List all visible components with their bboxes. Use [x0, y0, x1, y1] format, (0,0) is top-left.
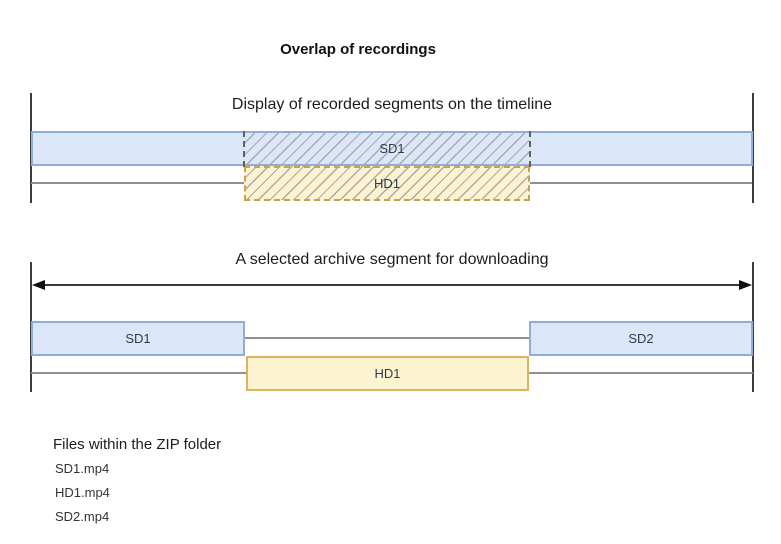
overlap-hatch-region — [245, 132, 529, 200]
overlap-dash-right — [529, 131, 531, 167]
archive-hd1-bar — [246, 356, 529, 391]
zip-file-item: HD1.mp4 — [55, 485, 110, 500]
zip-files-heading: Files within the ZIP folder — [53, 436, 222, 453]
timeline1-sd1-label: SD1 — [379, 141, 405, 156]
archive-sd1-label: SD1 — [125, 331, 151, 346]
selection-arrow-line — [42, 284, 742, 286]
selection-arrow-left-head — [32, 279, 45, 290]
zip-file-item: SD1.mp4 — [55, 461, 110, 476]
archive-hd-track-left — [31, 372, 246, 374]
timeline1-title: Display of recorded segments on the time… — [231, 96, 553, 113]
archive-sd-track-middle — [245, 337, 529, 339]
selection-arrow-right-head — [739, 279, 752, 290]
archive-right-tick — [752, 262, 754, 392]
archive-title: A selected archive segment for downloadi… — [235, 251, 549, 268]
archive-hd-track-right — [529, 372, 753, 374]
overlap-dash-left — [243, 131, 245, 167]
archive-sd1-bar — [31, 321, 245, 356]
timeline1-right-tick — [752, 93, 754, 203]
timeline1-hd-track-left — [31, 182, 244, 184]
archive-hd1-label: HD1 — [374, 366, 401, 381]
archive-sd2-label: SD2 — [628, 331, 654, 346]
timeline1-hd1-label: HD1 — [373, 176, 400, 191]
page-title: Overlap of recordings — [280, 41, 436, 58]
archive-sd2-bar — [529, 321, 753, 356]
timeline1-hd-track-right — [530, 182, 752, 184]
zip-file-item: SD2.mp4 — [55, 509, 110, 524]
